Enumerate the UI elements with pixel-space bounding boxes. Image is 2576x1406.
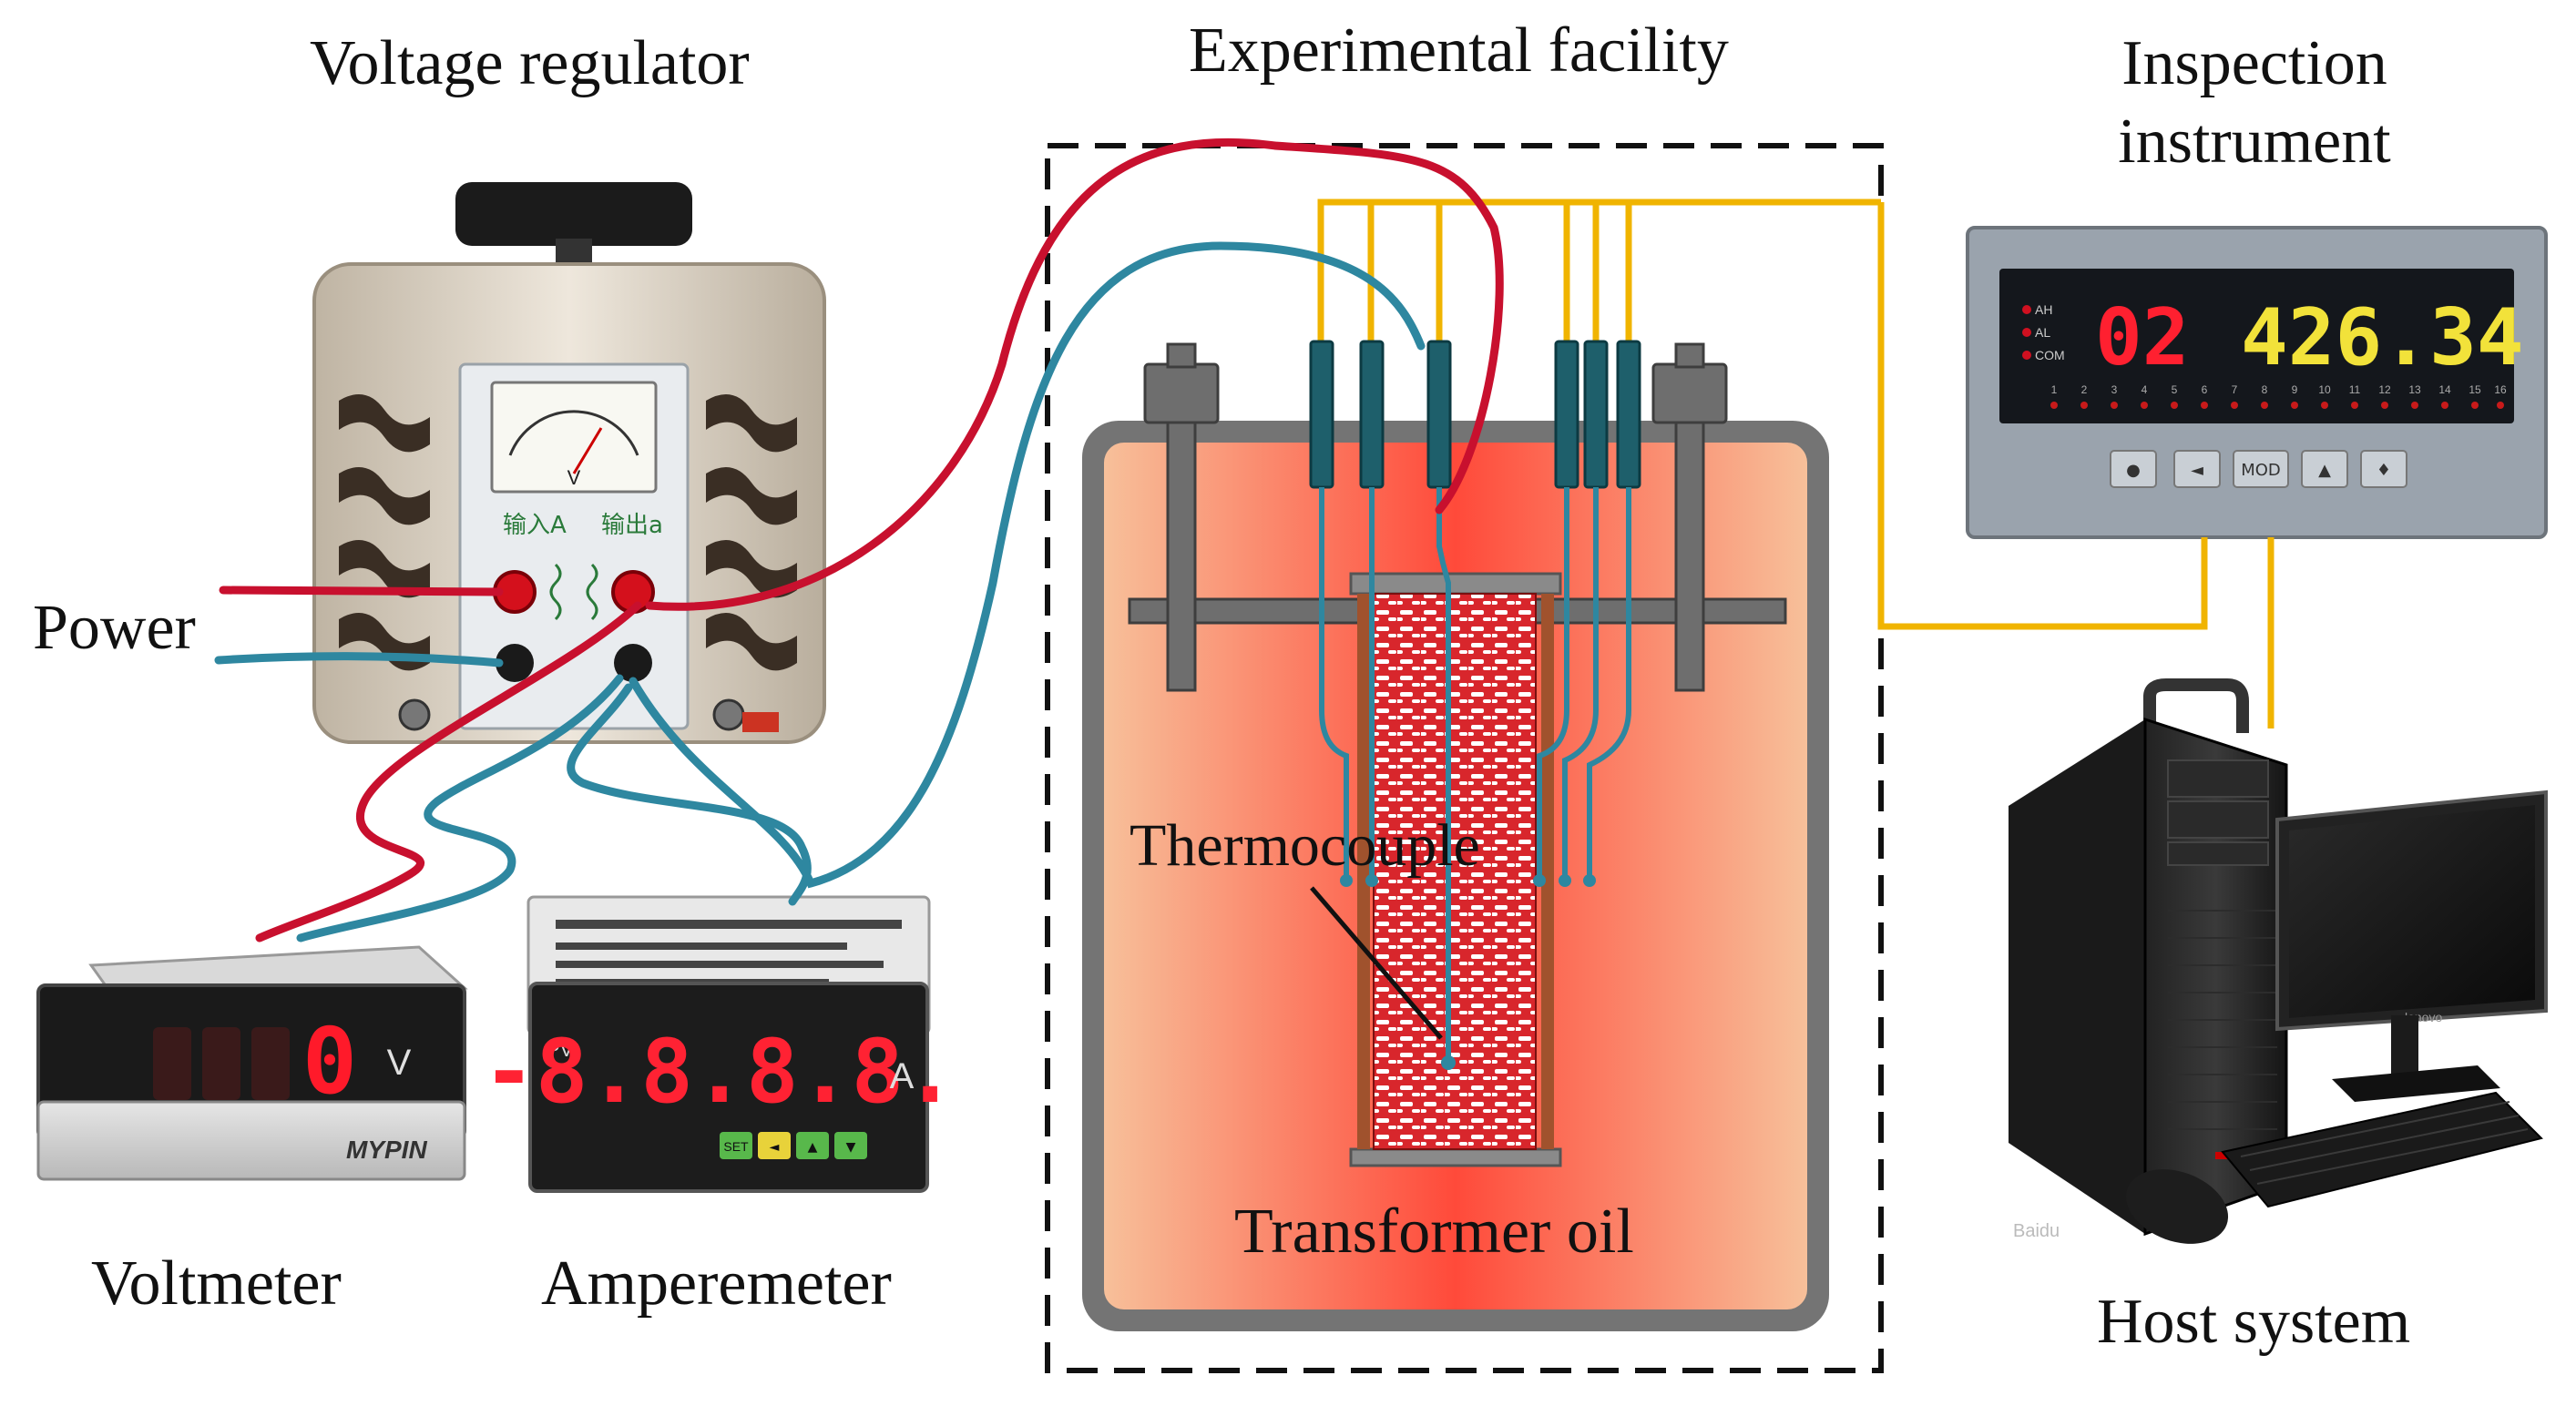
amperemeter-device: PV -8.8.8.8. A SET ◄ ▲ ▼ — [483, 895, 956, 1193]
thermocouple-probes — [1309, 199, 1881, 1070]
host-pc: lenovo Baidu — [2009, 678, 2548, 1244]
channel-number: 14 — [2438, 383, 2451, 396]
label-voltage-regulator: Voltage regulator — [310, 28, 750, 98]
amperemeter-key-label: ▲ — [808, 1140, 818, 1155]
voltmeter-unit: V — [387, 1043, 412, 1083]
dial-unit: V — [567, 466, 581, 489]
vent-slots-right — [706, 393, 797, 671]
channel-number: 9 — [2292, 383, 2298, 396]
watermark: Baidu — [2013, 1221, 2060, 1241]
teal-amperemeter-wire — [567, 683, 812, 906]
facility-boundary — [1045, 143, 1884, 1373]
label-inspection-line1: Inspection — [2121, 28, 2387, 98]
channel-number: 4 — [2142, 383, 2148, 396]
button-label: ● — [2126, 461, 2141, 480]
thermocouple-pointer — [1310, 886, 1443, 1040]
instrument-button[interactable] — [2110, 450, 2157, 488]
down-key[interactable] — [834, 1132, 867, 1159]
channel-display: 02 — [2095, 292, 2190, 383]
button-label: ▲ — [2318, 461, 2331, 480]
voltmeter-dim-digits — [153, 1027, 290, 1100]
wiring — [214, 138, 1504, 942]
data-link-wires — [1877, 202, 2274, 728]
amperemeter-prefix: PV — [547, 1038, 574, 1061]
channel-number: 13 — [2408, 383, 2421, 396]
teal-voltmeter-wire — [296, 674, 624, 942]
teal-power-wire — [214, 652, 504, 667]
up-key[interactable] — [796, 1132, 829, 1159]
label-inspection-line2: instrument — [2118, 107, 2391, 177]
instrument-button[interactable] — [2173, 450, 2221, 488]
button-label: MOD — [2241, 461, 2281, 480]
channel-number: 8 — [2262, 383, 2268, 396]
amperemeter-key-label: ▼ — [846, 1140, 856, 1155]
red-voltmeter-wire — [255, 601, 642, 942]
channel-number: 3 — [2111, 383, 2118, 396]
inspection-instrument: AH AL COM 02 426.34 1 2 3 4 5 6 7 8 9 10 — [1966, 226, 2548, 539]
left-key[interactable] — [758, 1132, 791, 1159]
label-amperemeter: Amperemeter — [541, 1248, 892, 1319]
red-output-wire — [645, 138, 1504, 611]
set-key[interactable] — [720, 1132, 752, 1159]
teal-output-wire — [629, 241, 1426, 889]
analog-voltmeter-dial — [490, 381, 658, 494]
keyboard — [2221, 1091, 2543, 1208]
led-label: COM — [2035, 348, 2065, 362]
output-terminal-black — [614, 644, 652, 682]
temperature-display: 426.34 — [2241, 292, 2524, 383]
voltmeter-reading: 0 — [302, 1008, 357, 1115]
channel-number: 1 — [2051, 383, 2058, 396]
channel-number: 10 — [2318, 383, 2331, 396]
label-power: Power — [33, 593, 196, 663]
output-label: 输出a — [601, 512, 663, 539]
up-button[interactable] — [2301, 450, 2348, 488]
mouse — [2125, 1169, 2229, 1244]
button-label: ♦ — [2377, 461, 2391, 480]
amperemeter-unit: A — [890, 1056, 915, 1096]
voltmeter-brand: MYPIN — [346, 1136, 427, 1164]
red-power-wire — [219, 586, 504, 596]
heating-sample — [1349, 572, 1562, 1167]
amperemeter-key-label: SET — [723, 1139, 749, 1154]
input-terminal-black — [496, 644, 534, 682]
label-transformer-oil: Transformer oil — [1234, 1197, 1634, 1267]
screw-icon — [398, 698, 431, 731]
channel-number: 6 — [2202, 383, 2208, 396]
amperemeter-keypad: SET ◄ ▲ ▼ — [720, 1132, 867, 1159]
label-experimental-facility: Experimental facility — [1189, 15, 1729, 86]
voltmeter-device: 0 V MYPIN — [36, 945, 468, 1181]
instrument-button[interactable] — [2360, 450, 2407, 488]
amperemeter-key-label: ◄ — [770, 1140, 780, 1155]
channel-number: 7 — [2232, 383, 2238, 396]
mod-button[interactable] — [2233, 450, 2289, 488]
screw-icon — [712, 698, 745, 731]
led-label: AL — [2035, 325, 2050, 340]
led-label: AH — [2035, 302, 2052, 317]
channel-number: 12 — [2378, 383, 2391, 396]
input-label: 输入A — [503, 512, 567, 539]
channel-number: 5 — [2172, 383, 2178, 396]
channel-number: 2 — [2081, 383, 2088, 396]
button-label: ◄ — [2191, 461, 2203, 480]
voltage-regulator: V 输入A 输出a — [312, 182, 826, 744]
channel-number: 11 — [2349, 383, 2361, 396]
instrument-buttons: ● ◄ MOD ▲ ♦ — [2110, 450, 2407, 488]
label-voltmeter: Voltmeter — [91, 1248, 342, 1319]
label-host-system: Host system — [2097, 1287, 2410, 1357]
channel-number: 15 — [2469, 383, 2481, 396]
amperemeter-reading: -8.8.8.8. — [483, 1021, 956, 1123]
channel-indicators: 1 2 3 4 5 6 7 8 9 10 11 12 13 14 15 16 — [2050, 383, 2507, 409]
channel-number: 16 — [2494, 383, 2507, 396]
label-thermocouple: Thermocouple — [1130, 812, 1480, 879]
